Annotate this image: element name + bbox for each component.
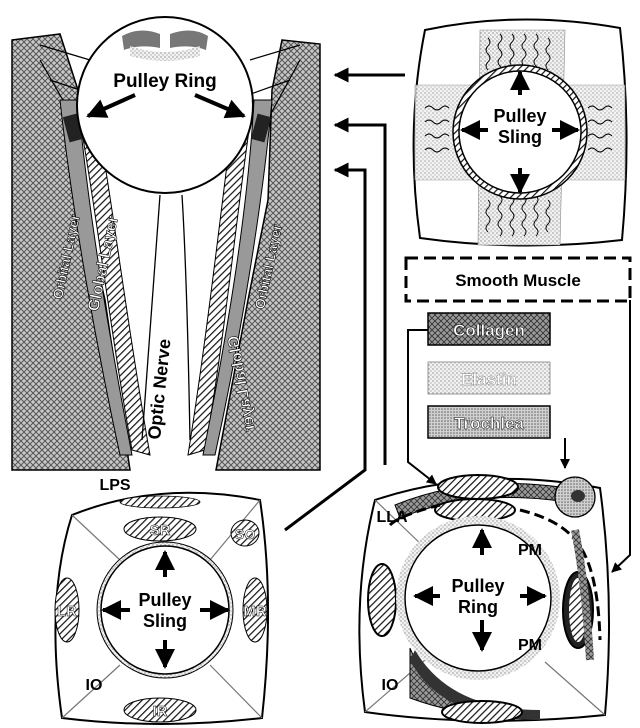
io-label-right: IO — [382, 677, 399, 694]
mr-label: MR — [243, 603, 266, 620]
pulley-ring-label-bottom-line1: Pulley — [451, 576, 504, 596]
pulley-sling-label-bottom-line1: Pulley — [138, 590, 191, 610]
legend-elastin-label: Elastin — [461, 370, 517, 389]
legend-collagen-label: Collagen — [453, 321, 525, 340]
legend-trochlea-label: Trochlea — [454, 414, 524, 433]
so-label: SO — [235, 526, 255, 542]
pm-bottom-label: PM — [518, 637, 542, 654]
bottom-right-panel: LLA PM PM IO Pulley Ring — [359, 475, 609, 723]
pulley-sling-label-bottom-line2: Sling — [143, 611, 187, 631]
top-right-panel: Pulley Sling — [414, 19, 627, 245]
pulley-ring-label: Pulley Ring — [113, 71, 216, 92]
pulley-sling-label-top-line2: Sling — [498, 127, 542, 147]
pulley-sling-label-top-line1: Pulley — [493, 106, 546, 126]
sr-label: SR — [150, 522, 171, 539]
lla-label: LLA — [376, 509, 408, 526]
lr-label: LR — [57, 603, 77, 620]
pm-top-label: PM — [518, 542, 542, 559]
pulley-ring-label-bottom-line2: Ring — [458, 597, 498, 617]
ir-label: IR — [153, 703, 168, 720]
io-label-left: IO — [86, 677, 103, 694]
globe — [77, 17, 253, 193]
legend: Smooth Muscle Collagen Elastin Trochlea — [406, 258, 630, 438]
lps-label: LPS — [99, 477, 130, 494]
legend-smooth-muscle-label: Smooth Muscle — [455, 271, 581, 290]
bottom-left-panel: LPS SR SO LR MR IR IO Pulley Sling — [55, 477, 268, 724]
top-left-panel: Pulley Ring Orbital Layer Global Layer G… — [12, 17, 320, 470]
